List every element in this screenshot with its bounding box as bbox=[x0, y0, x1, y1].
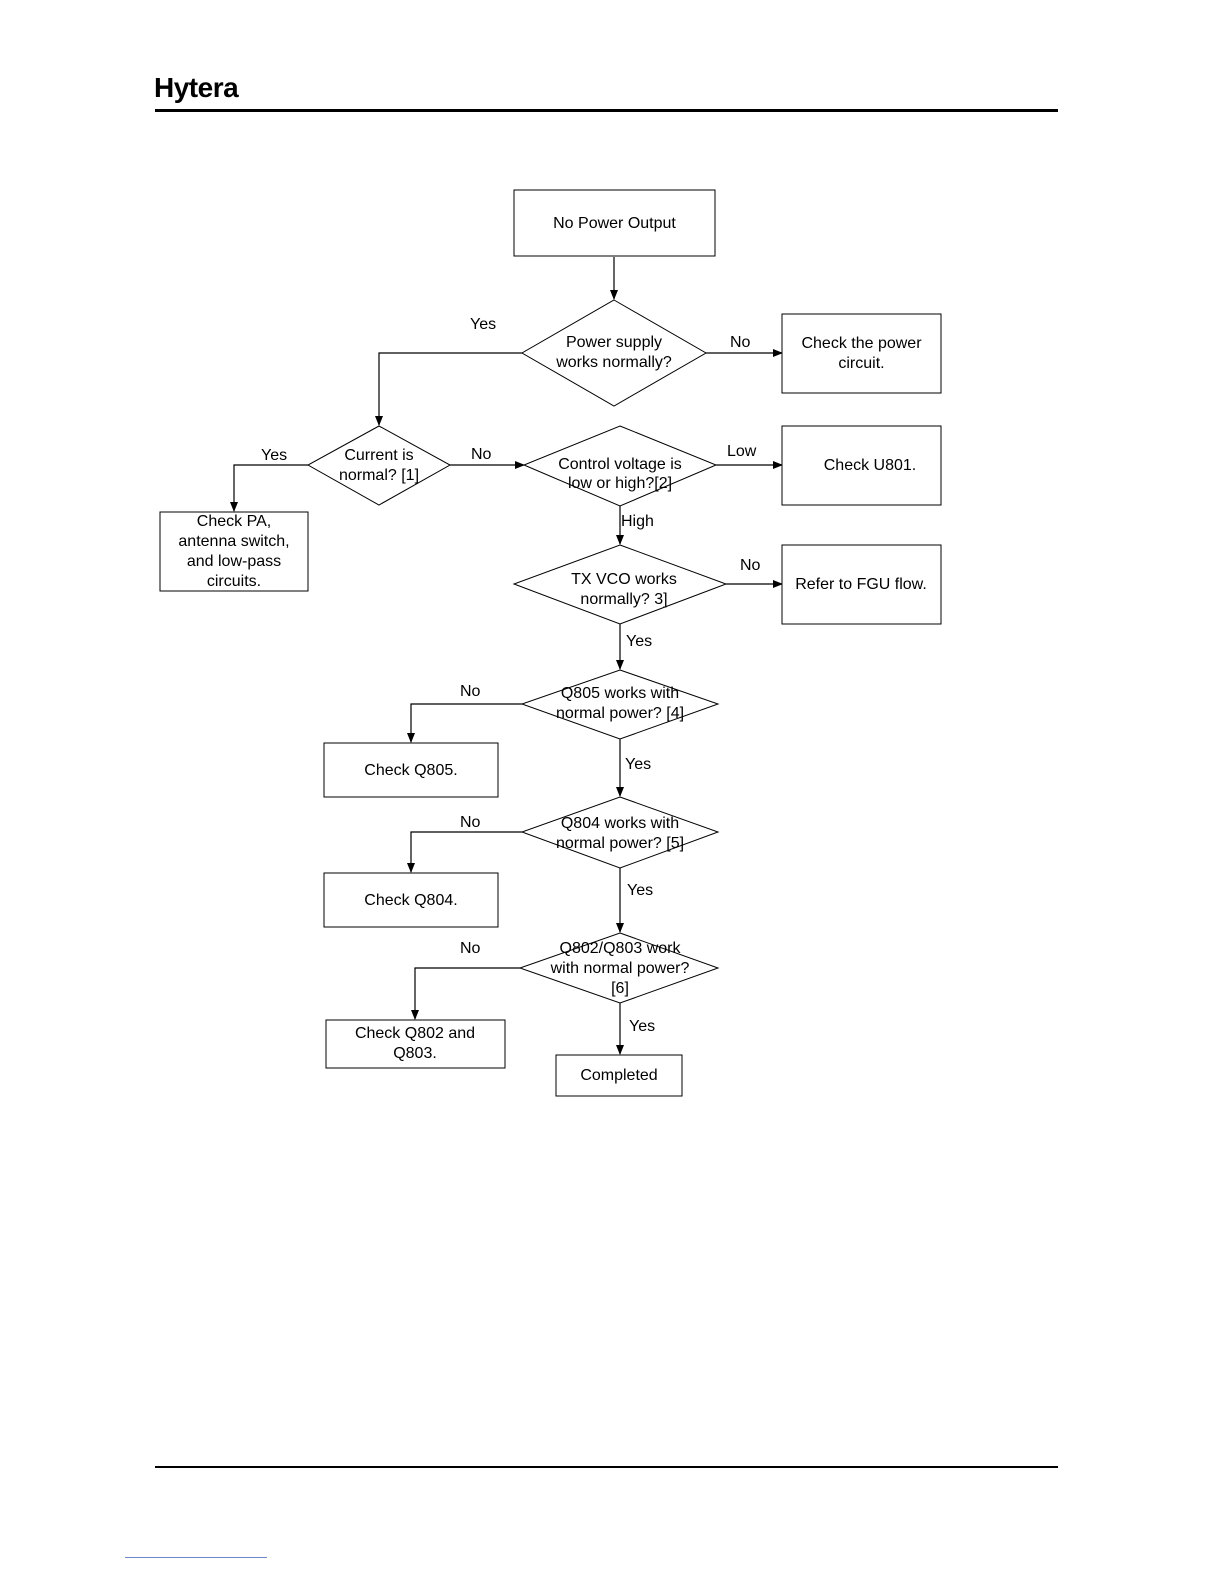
label-q804-yes: Yes bbox=[627, 882, 653, 899]
label-q804-no: No bbox=[460, 814, 481, 831]
node-completed: Completed bbox=[555, 1054, 683, 1097]
svg-text:circuit.: circuit. bbox=[838, 355, 884, 372]
node-check-q805: Check Q805. bbox=[323, 742, 499, 798]
edge-q804-no bbox=[407, 831, 522, 873]
node-start: No Power Output bbox=[513, 189, 716, 257]
label-current-yes: Yes bbox=[261, 447, 287, 464]
svg-text:Refer to FGU flow.: Refer to FGU flow. bbox=[795, 576, 927, 593]
svg-text:Completed: Completed bbox=[580, 1067, 657, 1084]
svg-text:Q805 works with: Q805 works with bbox=[561, 685, 679, 702]
node-control-voltage-decision: Control voltage is low or high?[2] bbox=[522, 425, 718, 507]
label-vco-no: No bbox=[740, 557, 761, 574]
svg-text:Q802/Q803 work: Q802/Q803 work bbox=[560, 940, 682, 957]
svg-text:Check U801.: Check U801. bbox=[824, 457, 917, 474]
svg-text:antenna switch,: antenna switch, bbox=[178, 533, 289, 550]
label-q802-no: No bbox=[460, 940, 481, 957]
svg-text:Check Q805.: Check Q805. bbox=[364, 762, 457, 779]
svg-text:Check the power: Check the power bbox=[801, 335, 922, 352]
svg-text:Power supply: Power supply bbox=[566, 334, 662, 351]
footer-rule bbox=[155, 1466, 1058, 1468]
label-voltage-high: High bbox=[621, 513, 654, 530]
label-q805-no: No bbox=[460, 683, 481, 700]
label-current-no: No bbox=[471, 446, 492, 463]
node-q802-q803-decision: Q802/Q803 work with normal power? [6] bbox=[518, 932, 720, 1004]
svg-text:low or high?[2]: low or high?[2] bbox=[568, 475, 672, 492]
edge-q805-no bbox=[407, 703, 522, 743]
svg-text:normal? [1]: normal? [1] bbox=[339, 467, 419, 484]
label-q802-yes: Yes bbox=[629, 1018, 655, 1035]
node-current-decision: Current is normal? [1] bbox=[306, 425, 452, 506]
connectors bbox=[230, 257, 783, 1055]
node-refer-fgu: Refer to FGU flow. bbox=[781, 544, 942, 625]
header-rule bbox=[155, 109, 1058, 112]
node-check-power-circuit: Check the power circuit. bbox=[781, 313, 942, 394]
svg-text:Current is: Current is bbox=[344, 447, 413, 464]
svg-text:Check PA,: Check PA, bbox=[197, 513, 271, 530]
edge-power-yes bbox=[375, 352, 522, 426]
svg-text:Q804 works with: Q804 works with bbox=[561, 815, 679, 832]
svg-text:Check Q804.: Check Q804. bbox=[364, 892, 457, 909]
node-check-q802-q803: Check Q802 and Q803. bbox=[325, 1019, 506, 1069]
svg-text:normal power? [5]: normal power? [5] bbox=[556, 835, 684, 852]
svg-text:No Power Output: No Power Output bbox=[553, 215, 676, 232]
edge-labels: Yes No Yes No Low High No Yes No Yes No … bbox=[261, 316, 761, 1035]
label-voltage-low: Low bbox=[727, 443, 757, 460]
node-q804-decision: Q804 works with normal power? [5] bbox=[520, 796, 720, 869]
label-q805-yes: Yes bbox=[625, 756, 651, 773]
svg-text:normal power? [4]: normal power? [4] bbox=[556, 705, 684, 722]
node-check-q804: Check Q804. bbox=[323, 872, 499, 928]
svg-text:and low-pass: and low-pass bbox=[187, 553, 281, 570]
svg-text:with normal power?: with normal power? bbox=[550, 960, 690, 977]
svg-text:works normally?: works normally? bbox=[555, 354, 672, 371]
svg-text:TX VCO works: TX VCO works bbox=[571, 571, 677, 588]
footer-link-underline bbox=[125, 1557, 267, 1558]
label-power-yes: Yes bbox=[470, 316, 496, 333]
svg-text:normally? 3]: normally? 3] bbox=[580, 591, 667, 608]
node-tx-vco-decision: TX VCO works normally? 3] bbox=[512, 544, 728, 625]
svg-text:circuits.: circuits. bbox=[207, 573, 261, 590]
node-check-pa: Check PA, antenna switch, and low-pass c… bbox=[159, 511, 309, 592]
node-check-u801: Check U801. bbox=[781, 425, 942, 506]
edge-q802-no bbox=[411, 967, 520, 1020]
node-power-supply-decision: Power supply works normally? bbox=[520, 299, 708, 407]
svg-text:[6]: [6] bbox=[611, 980, 629, 997]
svg-text:Check Q802 and: Check Q802 and bbox=[355, 1025, 475, 1042]
hytera-logo: Hytera bbox=[154, 72, 239, 103]
edge-current-yes bbox=[230, 464, 308, 512]
node-q805-decision: Q805 works with normal power? [4] bbox=[520, 669, 720, 740]
label-power-no: No bbox=[730, 334, 751, 351]
label-vco-yes: Yes bbox=[626, 633, 652, 650]
svg-text:Q803.: Q803. bbox=[393, 1045, 437, 1062]
svg-text:Control voltage is: Control voltage is bbox=[558, 456, 682, 473]
